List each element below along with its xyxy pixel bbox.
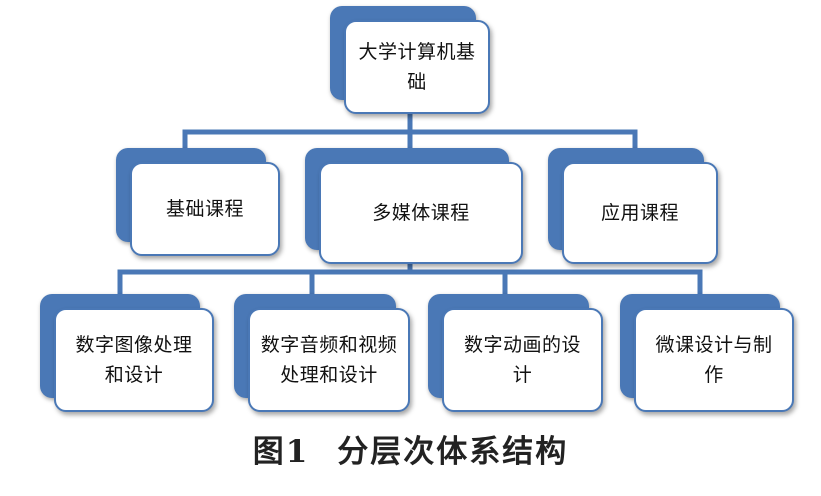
node-application-courses-label: 应用课程: [600, 202, 679, 224]
figure-number: 图1: [252, 434, 310, 470]
node-multimedia-courses-label: 多媒体课程: [372, 202, 470, 224]
node-microcourse-design: 微课设计与制作: [620, 294, 794, 412]
node-basic-courses-label: 基础课程: [165, 198, 244, 220]
node-image-processing: 数字图像处理和设计: [40, 294, 214, 412]
node-animation-design: 数字动画的设计: [428, 294, 603, 412]
node-audio-video-processing: 数字音频和视频处理和设计: [234, 294, 410, 412]
node-animation-design-label: 数字动画的设计: [463, 334, 581, 386]
figure-caption: 图1 分层次体系结构: [0, 426, 821, 471]
node-root: 大学计算机基础: [330, 6, 490, 114]
node-basic-courses: 基础课程: [116, 148, 280, 256]
node-image-processing-label: 数字图像处理和设计: [75, 334, 193, 386]
figure-title: 分层次体系结构: [337, 434, 569, 470]
node-application-courses: 应用课程: [548, 148, 718, 264]
node-multimedia-courses: 多媒体课程: [305, 148, 523, 264]
node-microcourse-design-label: 微课设计与制作: [655, 334, 773, 386]
node-audio-video-processing-label: 数字音频和视频处理和设计: [260, 334, 398, 386]
node-root-label: 大学计算机基础: [358, 41, 476, 93]
